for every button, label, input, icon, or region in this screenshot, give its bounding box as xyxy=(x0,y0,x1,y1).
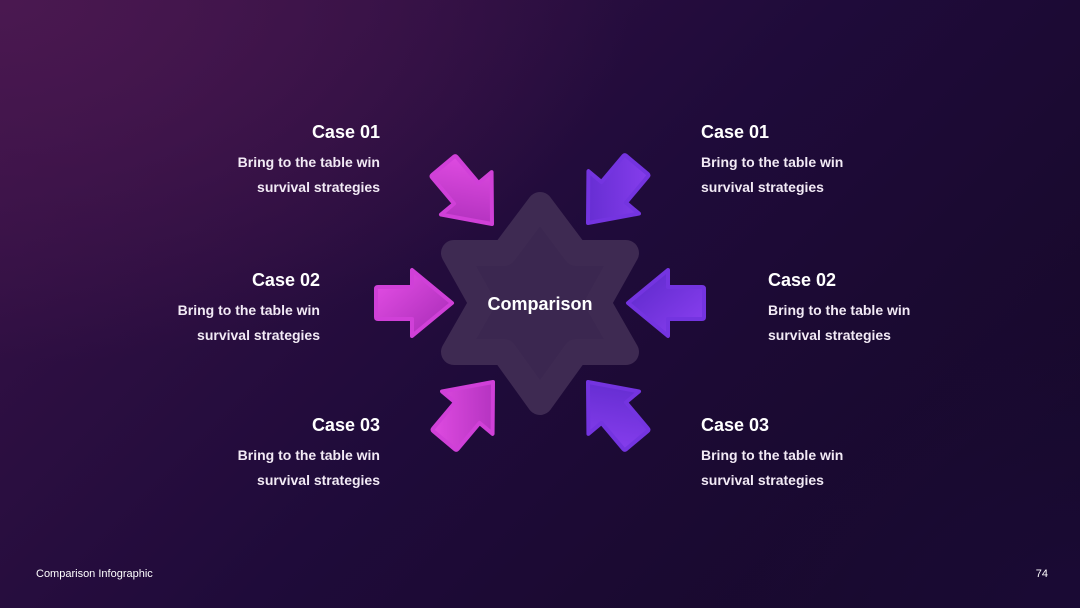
arrow-left-bottom xyxy=(416,358,521,464)
arrow-right-top xyxy=(560,141,665,247)
case-right-mid: Case 02 Bring to the table win survival … xyxy=(768,268,968,348)
case-description-line: Bring to the table win xyxy=(177,302,320,318)
center-label: Comparison xyxy=(487,294,593,314)
case-description-line: survival strategies xyxy=(768,327,891,343)
arrow-right-bottom xyxy=(560,358,665,464)
arrow-left-top xyxy=(415,142,520,248)
case-left-mid: Case 02 Bring to the table win survival … xyxy=(120,268,320,348)
case-title: Case 01 xyxy=(311,122,380,142)
case-title: Case 03 xyxy=(311,415,380,435)
case-description-line: Bring to the table win xyxy=(701,154,844,170)
case-description-line: survival strategies xyxy=(257,179,380,195)
arrow-right-mid xyxy=(626,268,706,338)
case-description-line: survival strategies xyxy=(701,179,824,195)
case-right-bottom: Case 03 Bring to the table win survival … xyxy=(701,413,901,493)
page-number: 74 xyxy=(1035,568,1048,580)
case-left-top: Case 01 Bring to the table win survival … xyxy=(180,120,380,200)
arrow-left-mid xyxy=(374,268,454,338)
case-title: Case 02 xyxy=(251,270,320,290)
case-description-line: Bring to the table win xyxy=(701,447,844,463)
case-description-line: survival strategies xyxy=(701,472,824,488)
case-description-line: Bring to the table win xyxy=(237,154,380,170)
case-description-line: survival strategies xyxy=(197,327,320,343)
center-star-shape xyxy=(441,192,639,415)
case-title: Case 02 xyxy=(768,270,837,290)
case-left-bottom: Case 03 Bring to the table win survival … xyxy=(180,413,380,493)
footer-title: Comparison Infographic xyxy=(36,568,153,580)
case-description-line: Bring to the table win xyxy=(768,302,911,318)
case-right-top: Case 01 Bring to the table win survival … xyxy=(701,120,901,200)
case-description-line: survival strategies xyxy=(257,472,380,488)
case-title: Case 01 xyxy=(701,122,770,142)
case-title: Case 03 xyxy=(701,415,770,435)
case-description-line: Bring to the table win xyxy=(237,447,380,463)
